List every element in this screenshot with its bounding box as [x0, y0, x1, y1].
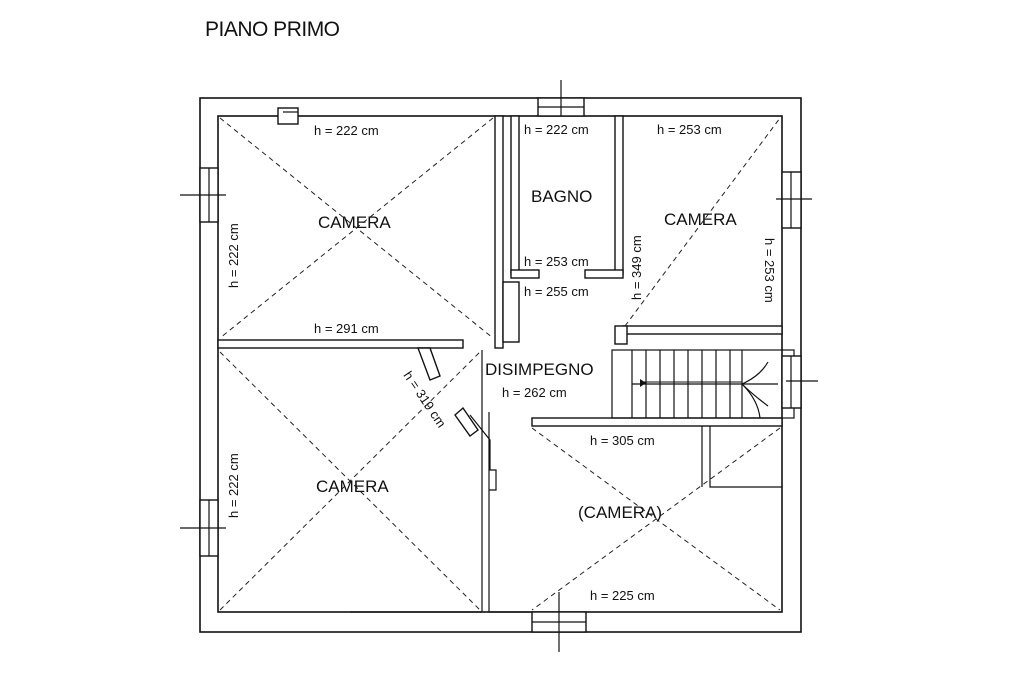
height-label: h = 253 cm: [762, 238, 777, 303]
room-label-disimpegno: DISIMPEGNO: [485, 360, 594, 379]
height-label: h = 291 cm: [314, 321, 379, 336]
height-label: h = 222 cm: [226, 453, 241, 518]
room-label-camera-bottom-left: CAMERA: [316, 477, 389, 496]
height-label: h = 253 cm: [657, 122, 722, 137]
height-label: h = 255 cm: [524, 284, 589, 299]
room-diagonals: [219, 117, 781, 611]
windows: [180, 80, 818, 652]
staircase: [611, 349, 795, 419]
height-label: h = 319 cm: [401, 368, 450, 430]
room-label-camera-bottom-right: (CAMERA): [578, 503, 662, 522]
height-label: h = 222 cm: [524, 122, 589, 137]
room-label-camera-top-right: CAMERA: [664, 210, 737, 229]
height-label: h = 262 cm: [502, 385, 567, 400]
page-title: PIANO PRIMO: [205, 18, 340, 41]
door-jambs: [416, 347, 479, 437]
height-label: h = 222 cm: [314, 123, 379, 138]
height-label: h = 225 cm: [590, 588, 655, 603]
interior-walls: [217, 115, 783, 613]
room-label-bagno: BAGNO: [531, 187, 592, 206]
height-label: h = 349 cm: [629, 235, 644, 300]
height-label: h = 253 cm: [524, 254, 589, 269]
height-label: h = 222 cm: [226, 223, 241, 288]
room-label-camera-top-left: CAMERA: [318, 213, 391, 232]
height-label: h = 305 cm: [590, 433, 655, 448]
